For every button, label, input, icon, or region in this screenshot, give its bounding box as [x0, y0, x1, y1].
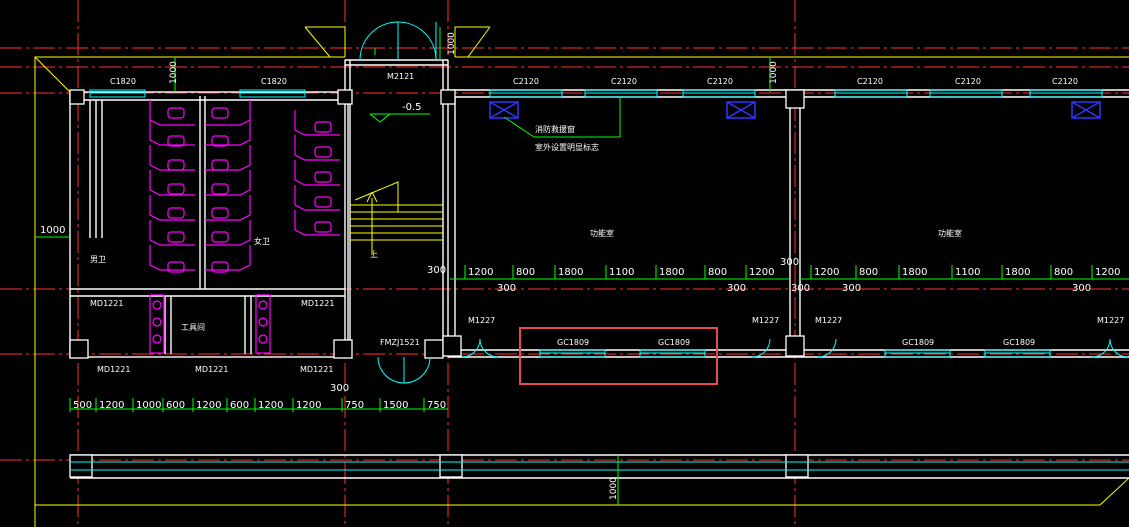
label-m1227-2: M1227 — [752, 316, 779, 325]
toilet-stalls — [149, 100, 340, 354]
highlight-box — [519, 327, 718, 385]
dim-row-left-bottom: 500 1200 1000 600 1200 600 1200 1200 750 1500 750 — [73, 400, 446, 411]
label-fire-note-2: 室外设置明显标志 — [535, 142, 599, 152]
label-elevation: -0.5 — [402, 102, 422, 113]
label-m1227-3: M1227 — [815, 316, 842, 325]
dim-func-right-value-7: 1200 — [1095, 267, 1120, 278]
label-stair-up: 上 — [370, 250, 378, 259]
stair — [350, 181, 443, 255]
dim-func-right-value-4: 1100 — [955, 267, 980, 278]
label-fire-note-1: 消防救援窗 — [535, 124, 575, 134]
label-c2120-3: C2120 — [707, 77, 733, 86]
dim-func-left-value-4: 1100 — [609, 267, 634, 278]
label-c1820-b: C1820 — [261, 77, 287, 86]
label-room-func-right: 功能室 — [938, 228, 962, 238]
label-m1227-1: M1227 — [468, 316, 495, 325]
label-dim-top-1000-b: 1000 — [769, 61, 779, 84]
label-dim-300-e: 300 — [791, 283, 810, 294]
dim-left-value-2: 1200 — [99, 400, 124, 411]
dim-left-value-7: 1200 — [258, 400, 283, 411]
label-dim-300-d: 300 — [780, 257, 799, 268]
dimension-ticks — [69, 265, 1093, 412]
dim-func-left-value-1: 1200 — [468, 267, 493, 278]
label-dim-top-1000-a: 1000 — [169, 61, 179, 84]
dim-left-value-1: 500 — [73, 400, 92, 411]
label-m2121: M2121 — [387, 72, 414, 81]
label-c2120-5: C2120 — [955, 77, 981, 86]
label-md1221-3: MD1221 — [97, 365, 130, 374]
dim-row-func-right: 1200 800 1800 1100 1800 800 1200 — [814, 267, 1120, 278]
label-dim-300-f: 300 — [842, 283, 861, 294]
dim-func-left-value-2: 800 — [516, 267, 535, 278]
label-room-tool: 工具间 — [181, 323, 205, 332]
dim-left-value-8: 1200 — [296, 400, 321, 411]
dim-func-right-value-6: 800 — [1054, 267, 1073, 278]
dim-left-value-5: 1200 — [196, 400, 221, 411]
dim-left-value-4: 600 — [166, 400, 185, 411]
label-fmzj1521: FMZJ1521 — [380, 338, 420, 347]
dim-func-left-value-3: 1800 — [558, 267, 583, 278]
building-outline — [34, 26, 1129, 527]
label-gc1809-4: GC1809 — [1003, 338, 1035, 347]
label-md1221-4: MD1221 — [195, 365, 228, 374]
dim-left-value-3: 1000 — [136, 400, 161, 411]
label-gc1809-2: GC1809 — [658, 338, 690, 347]
label-dim-300-c: 300 — [727, 283, 746, 294]
label-c1820-a: C1820 — [110, 77, 136, 86]
label-gc1809-1: GC1809 — [557, 338, 589, 347]
label-gc1809-3: GC1809 — [902, 338, 934, 347]
label-md1221-5: MD1221 — [300, 365, 333, 374]
dim-left-value-10: 1500 — [383, 400, 408, 411]
dim-func-right-value-2: 800 — [859, 267, 878, 278]
label-dim-300-h: 300 — [330, 383, 349, 394]
dim-left-value-9: 750 — [345, 400, 364, 411]
label-dim-300-b: 300 — [497, 283, 516, 294]
label-dim-side-1000: 1000 — [40, 225, 65, 236]
label-dim-300-g: 300 — [1072, 283, 1091, 294]
dim-left-value-11: 750 — [427, 400, 446, 411]
dim-left-value-6: 600 — [230, 400, 249, 411]
label-md1221-2: MD1221 — [301, 299, 334, 308]
doors — [359, 21, 1129, 384]
windows — [70, 89, 1129, 471]
label-c2120-4: C2120 — [857, 77, 883, 86]
label-c2120-2: C2120 — [611, 77, 637, 86]
label-m1227-4: M1227 — [1097, 316, 1124, 325]
dim-func-left-value-7: 1200 — [749, 267, 774, 278]
label-room-female: 女卫 — [254, 236, 270, 246]
label-md1221-1: MD1221 — [90, 299, 123, 308]
label-c2120-1: C2120 — [513, 77, 539, 86]
dim-func-right-value-5: 1800 — [1005, 267, 1030, 278]
dim-func-left-value-5: 1800 — [659, 267, 684, 278]
dim-row-func-left: 1200 800 1800 1100 1800 800 1200 — [468, 267, 774, 278]
label-dim-bottom-1000: 1000 — [609, 477, 619, 500]
leader-lines — [369, 48, 621, 138]
label-dim-top-1000-c: 1000 — [447, 32, 457, 55]
label-room-func-left: 功能室 — [590, 228, 614, 238]
columns — [69, 89, 809, 478]
label-room-male: 男卫 — [90, 255, 106, 264]
dim-func-left-value-6: 800 — [708, 267, 727, 278]
dim-func-right-value-1: 1200 — [814, 267, 839, 278]
label-c2120-6: C2120 — [1052, 77, 1078, 86]
label-dim-300-a: 300 — [427, 265, 446, 276]
dim-func-right-value-3: 1800 — [902, 267, 927, 278]
fire-rescue-window-markers — [489, 101, 1101, 119]
